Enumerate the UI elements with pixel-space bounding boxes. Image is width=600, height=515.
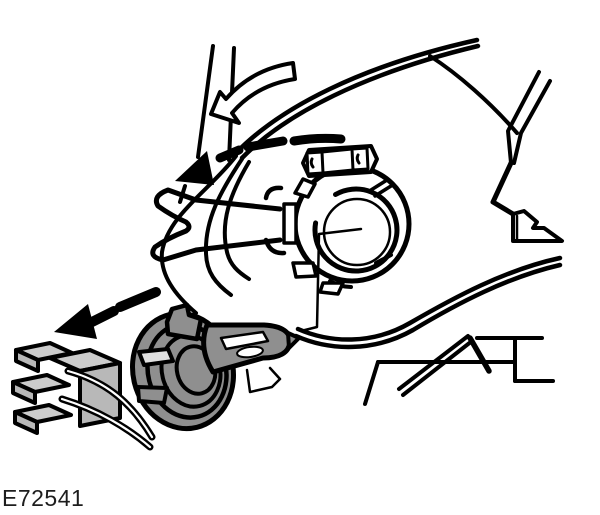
top-bracket-end-clip: [350, 146, 370, 172]
spring-clip-tick: [178, 184, 187, 204]
rotate-arrow-shape: [209, 61, 297, 125]
flange-top-tab: [164, 302, 204, 342]
clip-pivot-bracket: [282, 202, 298, 245]
removal-direction-dashed-arrow: [54, 287, 161, 339]
spring-clip-wire: [150, 187, 283, 263]
arrowhead: [175, 151, 214, 185]
support-tab-end: [467, 335, 492, 374]
flange-side-tab: [137, 347, 175, 367]
panel-edge-line: [506, 70, 541, 165]
arrow-shaft: [87, 306, 119, 327]
leader-line: [299, 227, 363, 333]
panel-edge-line: [512, 79, 552, 165]
bayonet-notch: [374, 253, 393, 265]
arrow-dash: [289, 133, 346, 146]
bulb-tip: [286, 331, 301, 350]
fender-edge-curve: [428, 54, 519, 135]
support-tab-line: [401, 339, 474, 397]
housing-bottom-edge: [293, 262, 563, 350]
flange-side-tab: [136, 385, 169, 405]
wiring-harness-connector: [11, 341, 156, 451]
housing-bottom-edge: [295, 255, 563, 342]
connector-blade-side: [11, 380, 37, 405]
top-bracket-edges: [320, 147, 355, 175]
arrow-dash: [215, 145, 244, 163]
bulb-retaining-spring-clip: [150, 184, 298, 263]
collar-tab: [291, 261, 318, 279]
callout-leader-line: [299, 227, 363, 333]
connector-blade-side: [14, 348, 40, 373]
bayonet-notch: [373, 184, 393, 198]
housing-top-edge: [234, 37, 480, 155]
panel-zigzag: [490, 160, 516, 217]
top-bracket-clip-mark: [355, 153, 361, 165]
rotation-direction-dashed-arrow: [175, 133, 346, 185]
connector-blade-side: [13, 410, 39, 435]
support-bracket-leg: [363, 360, 380, 406]
figure-label: E72541: [2, 485, 85, 511]
housing-pocket-outline: [245, 366, 282, 394]
wire-core: [66, 369, 154, 439]
wire-core: [60, 397, 152, 449]
arrow-dash: [115, 287, 161, 312]
socket-bore: [322, 197, 392, 267]
vehicle-body-panel-outline: [363, 54, 564, 406]
collar-tab: [293, 177, 317, 199]
housing-front-arc: [222, 160, 251, 281]
arrow-dash: [243, 136, 288, 152]
top-bracket-clip-mark: [309, 157, 315, 169]
headlamp-bulb-assembly: [129, 302, 301, 432]
arrowhead: [54, 304, 97, 339]
support-tab-line: [397, 334, 470, 391]
clip-hook: [263, 237, 287, 256]
housing-edge-line: [196, 44, 215, 159]
bulb-socket-collar: [291, 144, 412, 296]
counterclockwise-rotate-arrow: [209, 61, 297, 125]
bulb-highlight-slot: [219, 330, 270, 351]
collar-tab: [318, 281, 345, 296]
bayonet-notch: [369, 178, 389, 192]
clip-hook: [263, 185, 284, 201]
bulb-highlight-oval: [236, 345, 264, 359]
wedge-bracket: [511, 209, 564, 243]
top-bracket-end-clip: [305, 150, 325, 176]
